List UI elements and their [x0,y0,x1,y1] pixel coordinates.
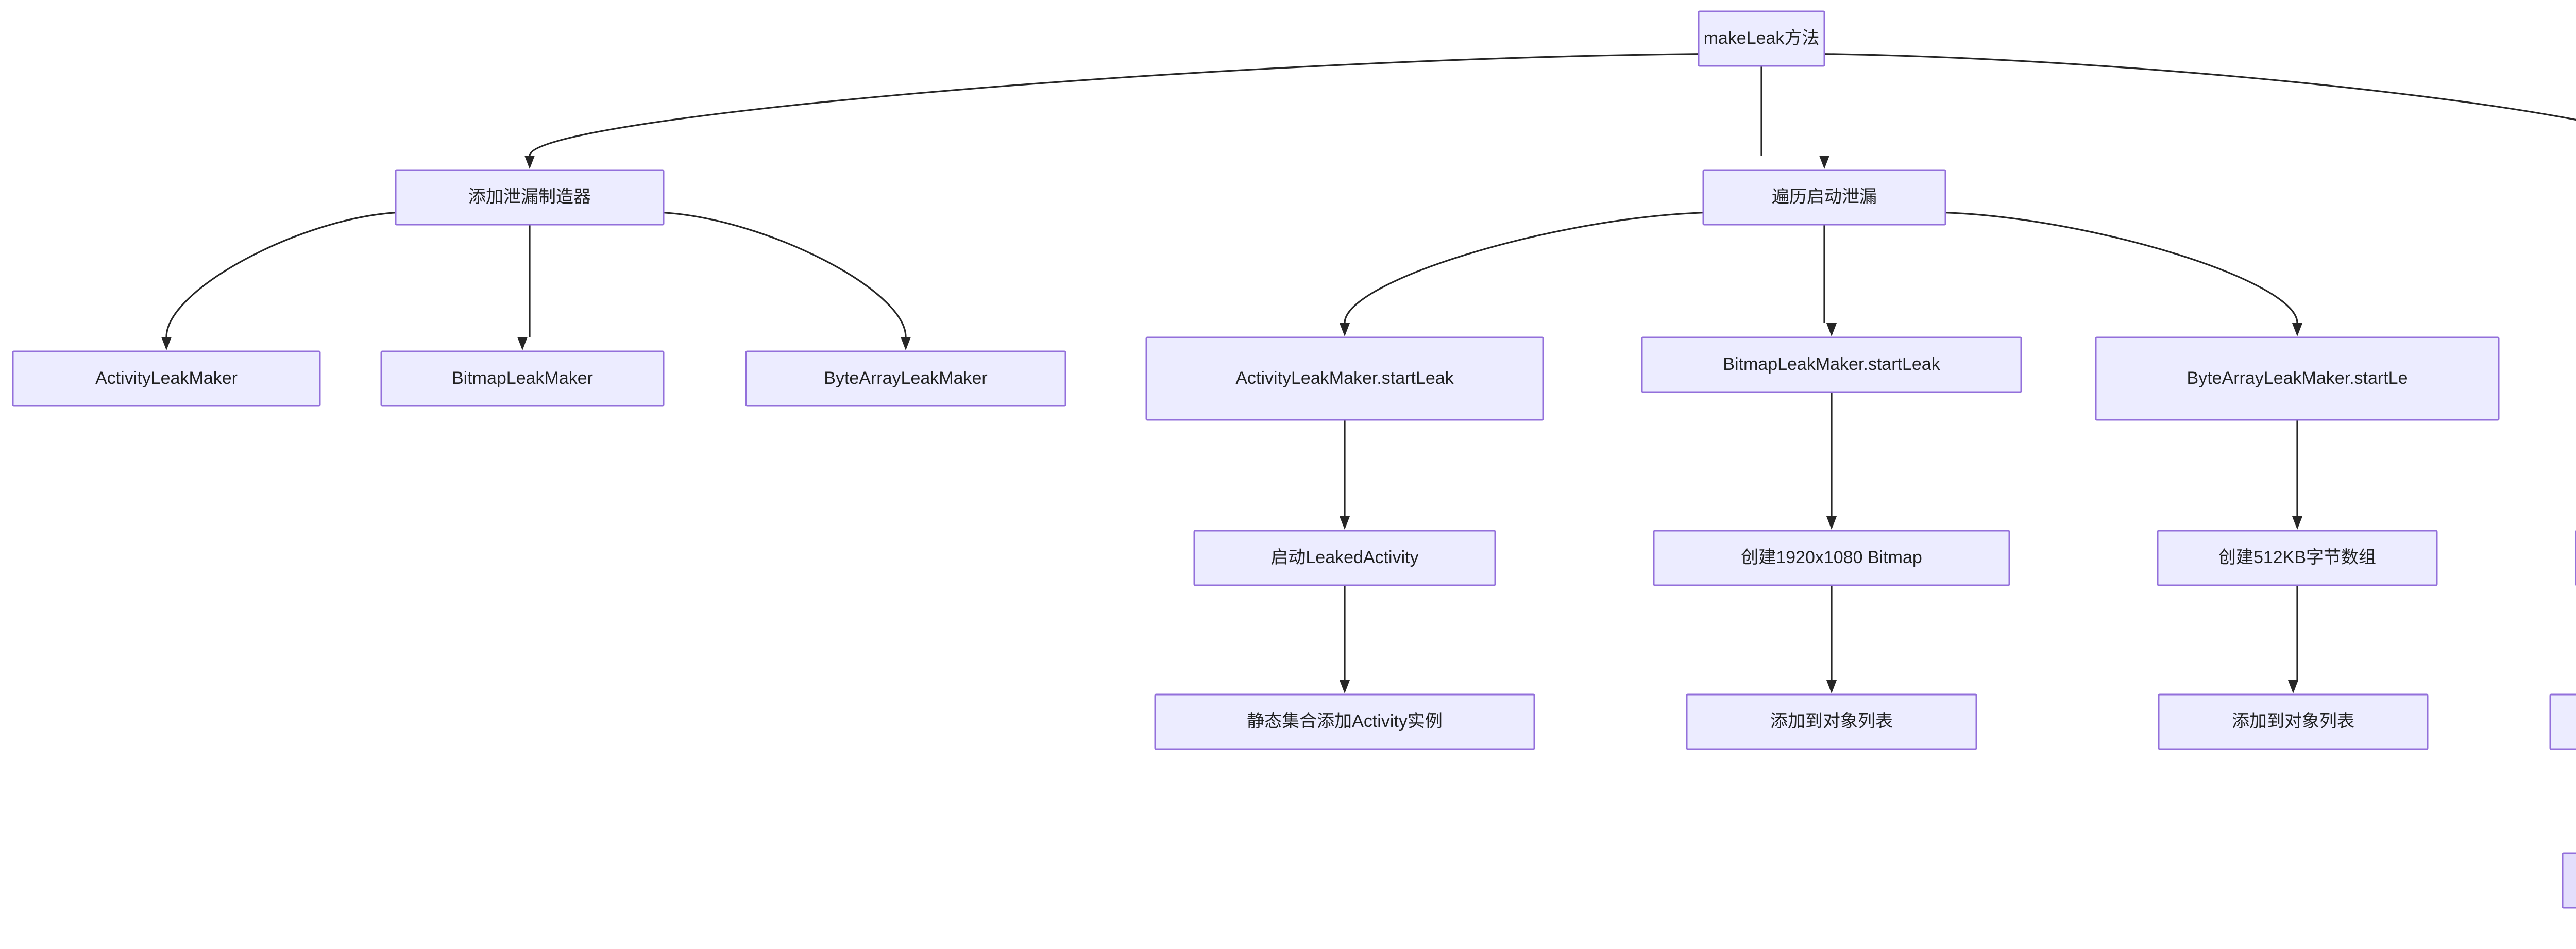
arrowhead-traverse-to-balmstart [2292,323,2302,336]
node-box-addmaker[interactable] [395,169,665,226]
arrowhead-balmstart-to-mkbytes [2292,516,2302,530]
node-label-addlist2: 添加到对象列表 [2232,711,2354,731]
node-balmstart[interactable]: ByteArrayLeakMaker.startLe [2095,336,2500,421]
arrowhead-addmaker-to-alm [161,337,172,350]
node-label-mkbitmap: 创建1920x1080 Bitmap [1741,548,1922,567]
node-box-mkbitmap[interactable] [1653,530,2010,586]
node-box-startla[interactable] [1193,530,1496,586]
arrowhead-mkbitmap-to-addlist1 [1826,680,1837,693]
arrowhead-mkbytes-to-addlist2 [2288,680,2298,693]
node-label-almstart: ActivityLeakMaker.startLeak [1235,368,1454,388]
node-staticadd[interactable]: 静态集合添加Activity实例 [1154,693,1535,750]
node-mkbitmap[interactable]: 创建1920x1080 Bitmap [1653,530,2010,586]
node-box-balm[interactable] [745,350,1066,407]
node-label-root: makeLeak方法 [1704,28,1820,48]
node-label-staticadd: 静态集合添加Activity实例 [1247,711,1443,731]
node-label-mkbytes: 创建512KB字节数组 [2218,548,2376,567]
arrowhead-blmstart-to-mkbitmap [1826,516,1837,530]
node-label-traverse: 遍历启动泄漏 [1772,187,1877,207]
node-box-sleep200[interactable] [2549,693,2576,750]
node-addmaker[interactable]: 添加泄漏制造器 [395,169,665,226]
node-label-addlist1: 添加到对象列表 [1770,711,1893,731]
node-alm[interactable]: ActivityLeakMaker [12,350,321,407]
edge-addmaker-to-balm [663,212,907,337]
node-label-alm: ActivityLeakMaker [95,368,238,388]
node-box-mkbytes[interactable] [2157,530,2438,586]
arrowhead-root-to-addmaker [524,156,535,169]
node-addlist2[interactable]: 添加到对象列表 [2158,693,2429,750]
edge-root-to-addmaker [529,53,1699,156]
arrowhead-startla-to-staticadd [1340,680,1350,693]
arrowhead-root-to-traverse [1819,156,1829,169]
node-box-balmstart[interactable] [2095,336,2500,421]
node-blmstart[interactable]: BitmapLeakMaker.startLeak [1641,336,2022,393]
edge-traverse-to-balmstart [1945,212,2298,324]
node-blm[interactable]: BitmapLeakMaker [380,350,665,407]
node-label-blm: BitmapLeakMaker [452,368,593,388]
arrowhead-addmaker-to-blm [517,337,528,350]
node-box-blmstart[interactable] [1641,336,2022,393]
node-box-root[interactable] [1698,10,1825,67]
node-box-addlist1[interactable] [1686,693,1977,750]
node-label-blmstart: BitmapLeakMaker.startLeak [1723,354,1940,374]
arrowhead-almstart-to-startla [1340,516,1350,530]
edges-layer [161,53,2576,693]
arrowhead-traverse-to-almstart [1340,323,1350,336]
node-traverse[interactable]: 遍历启动泄漏 [1702,169,1946,226]
edge-addmaker-to-alm [165,212,396,337]
node-balm[interactable]: ByteArrayLeakMaker [745,350,1066,407]
node-label-startla: 启动LeakedActivity [1270,548,1418,567]
node-startla[interactable]: 启动LeakedActivity [1193,530,1496,586]
node-norecycle[interactable]: 线程无法回收 [2562,852,2576,909]
node-label-addmaker: 添加泄漏制造器 [468,187,591,207]
node-label-balm: ByteArrayLeakMaker [824,368,987,388]
nodes-layer: makeLeak方法添加泄漏制造器遍历启动泄漏创建线程ActivityLeakM… [12,10,2576,909]
node-box-blm[interactable] [380,350,665,407]
node-box-norecycle[interactable] [2562,852,2576,909]
node-box-staticadd[interactable] [1154,693,1535,750]
node-almstart[interactable]: ActivityLeakMaker.startLeak [1145,336,1544,421]
node-addlist1[interactable]: 添加到对象列表 [1686,693,1977,750]
node-box-almstart[interactable] [1145,336,1544,421]
node-label-balmstart: ByteArrayLeakMaker.startLe [2187,368,2408,388]
node-root[interactable]: makeLeak方法 [1698,10,1825,67]
node-box-addlist2[interactable] [2158,693,2429,750]
node-box-traverse[interactable] [1702,169,1946,226]
node-sleep200[interactable]: 线程休眠200秒 [2549,693,2576,750]
edge-traverse-to-almstart [1344,212,1704,324]
arrowhead-traverse-to-blmstart [1826,323,1837,336]
edge-root-to-createthread [1824,53,2576,121]
node-box-alm[interactable] [12,350,321,407]
node-mkbytes[interactable]: 创建512KB字节数组 [2157,530,2438,586]
arrowhead-addmaker-to-balm [901,337,911,350]
